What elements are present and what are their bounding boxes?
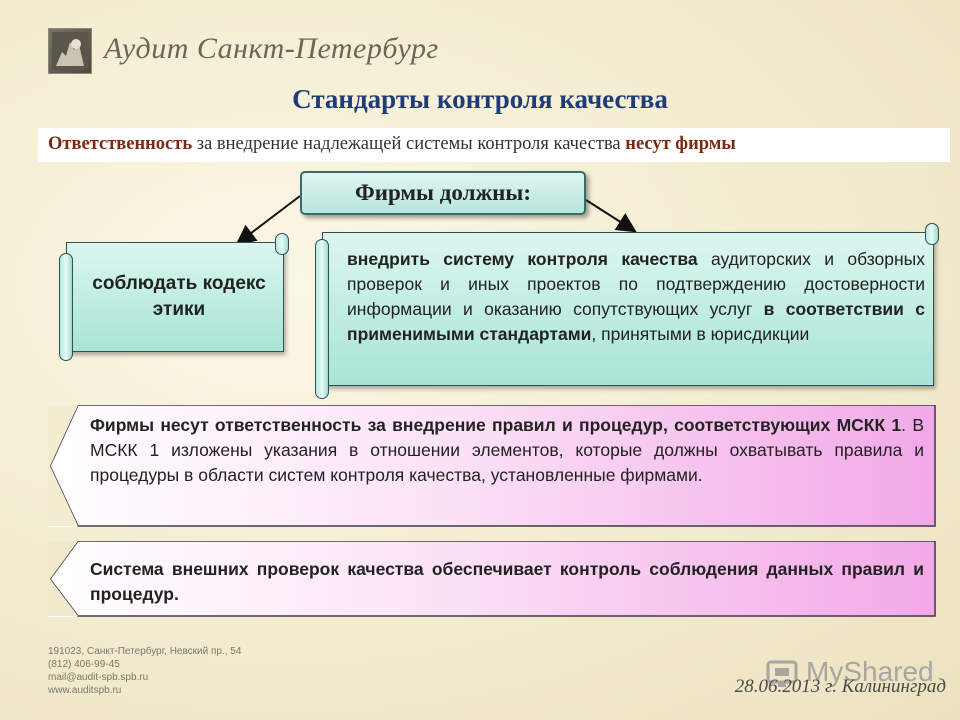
logo-icon: [48, 28, 92, 74]
quality-system-bold: внедрить систему контроля качества: [347, 249, 698, 269]
phone-line: (812) 406-99-45: [48, 659, 120, 670]
responsibility-bold: Ответственность: [48, 134, 193, 154]
mskk-text: Фирмы несут ответственность за внедрение…: [90, 413, 924, 488]
header: Аудит Санкт-Петербург: [48, 28, 648, 74]
external-review-box: Система внешних проверок качества обеспе…: [48, 541, 936, 617]
scroll-code-of-ethics: соблюдать кодекс этики: [59, 233, 289, 361]
quality-system-end: , принятыми в юрисдикции: [591, 324, 810, 344]
quality-system-text: внедрить систему контроля качества аудит…: [347, 247, 925, 347]
mskk-bold: Фирмы несут ответственность за внедрение…: [90, 415, 902, 435]
scroll-roll-left: [315, 239, 329, 399]
page-title: Стандарты контроля качества: [292, 84, 668, 114]
date-city: 28.06.2013 г. Калининград: [734, 676, 946, 697]
scroll-quality-system: внедрить систему контроля качества аудит…: [315, 223, 939, 399]
quality-system-body: аудиторских и обзорных проверок и иных п…: [347, 249, 925, 319]
box1-outline: [48, 405, 936, 527]
address-line: 191023, Санкт-Петербург, Невский пр., 54: [48, 646, 242, 657]
email-line: mail@audit-spb.spb.ru: [48, 672, 149, 683]
responsibility-bar: Ответственность за внедрение надлежащей …: [38, 128, 950, 162]
responsibility-firms: несут фирмы: [625, 134, 736, 154]
company-name: Аудит Санкт-Петербург: [104, 32, 439, 65]
arrow-left: [235, 195, 301, 245]
firms-must-box: Фирмы должны:: [300, 171, 586, 215]
watermark-text: MyShared: [806, 656, 934, 687]
scroll-roll-top: [925, 223, 939, 245]
external-review-text: Система внешних проверок качества обеспе…: [90, 559, 924, 604]
watermark: MyShared: [766, 656, 936, 692]
scroll-roll-top: [275, 233, 289, 255]
myshared-icon: [766, 660, 798, 687]
scroll-roll-left: [59, 253, 73, 361]
mskk-body: . В МСКК 1 изложены указания в отношении…: [90, 415, 924, 485]
quality-system-standards: в соответствии с применимыми стандартами: [347, 299, 925, 344]
responsibility-box-mskk: Фирмы несут ответственность за внедрение…: [48, 405, 936, 527]
website-line: www.auditspb.ru: [48, 685, 122, 696]
responsibility-text: за внедрение надлежащей системы контроля…: [192, 134, 626, 154]
arrow-right: [585, 199, 637, 233]
footer-address: 191023, Санкт-Петербург, Невский пр., 54…: [48, 645, 241, 697]
code-of-ethics-text: соблюдать кодекс этики: [92, 273, 266, 320]
box2-outline: [48, 541, 936, 617]
